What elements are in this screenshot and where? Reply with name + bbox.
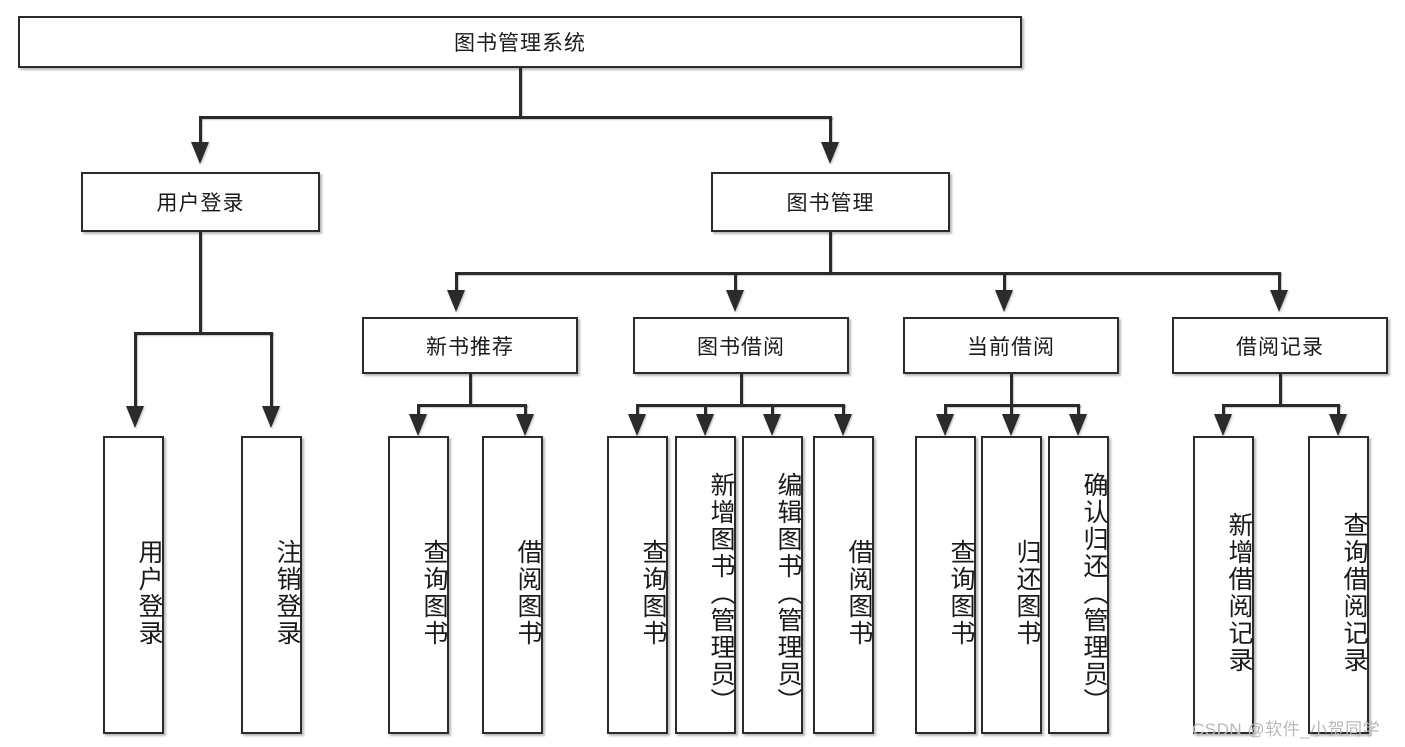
arrow-bb-to-add-book [696,414,714,436]
connector-current-borrow-stem [1010,374,1013,406]
connector-new-book-right [524,404,527,416]
arrow-br-to-query-record [1329,414,1347,436]
leaf-br-add-record[interactable]: 新增借阅记录 [1193,436,1254,734]
connector-user-login-right [270,332,273,408]
connector-bb-2 [704,404,707,416]
connector-book-borrow-bar [636,404,845,407]
connector-cb-1 [944,404,947,416]
node-label: 图书管理系统 [454,32,586,55]
connector-root-bar [199,116,832,119]
node-label: 图书管理 [786,192,875,215]
connector-borrow-record-stem [1279,374,1282,406]
arrow-bb-to-query-book [628,414,646,436]
connector-bb-4 [842,404,845,416]
arrow-bm-to-borrow-record [1270,290,1288,312]
arrow-cb-to-query-book [936,414,954,436]
node-label: 用户登录 [156,192,245,215]
arrow-cb-to-return-book [1002,414,1020,436]
watermark: CSDN @软件_小贺同学 [1192,720,1381,739]
arrow-bm-to-current-borrow [995,290,1013,312]
node-label: 图书借阅 [697,335,785,359]
connector-root-stem [519,68,522,118]
connector-root-to-user-login [199,116,202,144]
connector-bb-1 [636,404,639,416]
node-label: 编辑图书（管理员） [774,471,802,715]
leaf-cb-return-book[interactable]: 归还图书 [981,436,1042,734]
connector-book-management-stem [829,232,832,274]
node-label: 新增图书（管理员） [707,471,735,715]
node-label: 新书推荐 [426,335,514,359]
connector-root-to-book-management [829,116,832,144]
connector-br-2 [1337,404,1340,416]
connector-bm-to-book-borrow [734,272,737,292]
connector-book-management-bar [455,272,1281,275]
arrow-to-leaf-logout [262,406,280,428]
connector-cb-3 [1077,404,1080,416]
node-book-management[interactable]: 图书管理 [711,172,950,232]
leaf-logout-login[interactable]: 注销登录 [241,436,302,734]
leaf-cb-query-book[interactable]: 查询图书 [915,436,976,734]
arrow-bb-to-edit-book [763,414,781,436]
leaf-user-login[interactable]: 用户登录 [103,436,164,734]
connector-user-login-left [134,332,137,408]
node-label: 借阅图书 [845,539,873,647]
node-label: 用户登录 [135,539,163,647]
node-label: 确认归还（管理员） [1080,471,1108,715]
node-label: 查询图书 [947,539,975,647]
arrow-new-book-to-query [409,414,427,436]
arrow-cb-to-confirm-return [1069,414,1087,436]
connector-user-login-bar [134,332,273,335]
connector-bm-to-borrow-record [1278,272,1281,292]
arrow-bm-to-new-book [447,290,465,312]
connector-borrow-record-bar [1222,404,1340,407]
node-book-borrow[interactable]: 图书借阅 [633,317,849,374]
node-label: 查询借阅记录 [1340,512,1368,674]
connector-cb-2 [1010,404,1013,416]
node-label: 注销登录 [273,539,301,647]
node-root-book-management-system[interactable]: 图书管理系统 [18,16,1022,68]
arrow-to-leaf-user-login [126,406,144,428]
leaf-nbr-borrow-book[interactable]: 借阅图书 [482,436,543,734]
connector-user-login-stem [199,232,202,334]
leaf-bb-borrow-book[interactable]: 借阅图书 [813,436,874,734]
leaf-bb-edit-book-admin[interactable]: 编辑图书（管理员） [742,436,803,734]
node-label: 借阅图书 [514,539,542,647]
node-label: 借阅记录 [1236,335,1324,359]
arrow-root-to-user-login [191,142,209,164]
node-borrow-record[interactable]: 借阅记录 [1172,317,1388,374]
node-label: 查询图书 [420,539,448,647]
connector-br-1 [1222,404,1225,416]
arrow-root-to-book-management [821,142,839,164]
leaf-bb-query-book[interactable]: 查询图书 [607,436,668,734]
node-user-login[interactable]: 用户登录 [81,172,320,232]
node-label: 新增借阅记录 [1225,512,1253,674]
node-current-borrow[interactable]: 当前借阅 [903,317,1119,374]
leaf-nbr-query-book[interactable]: 查询图书 [388,436,449,734]
connector-bm-to-current-borrow [1003,272,1006,292]
node-new-book-recommend[interactable]: 新书推荐 [362,317,578,374]
connector-bm-to-new-book [455,272,458,292]
arrow-bm-to-book-borrow [726,290,744,312]
arrow-br-to-add-record [1214,414,1232,436]
leaf-bb-add-book-admin[interactable]: 新增图书（管理员） [675,436,736,734]
arrow-new-book-to-borrow [516,414,534,436]
leaf-cb-confirm-return-admin[interactable]: 确认归还（管理员） [1048,436,1109,734]
connector-new-book-bar [417,404,527,407]
node-label: 当前借阅 [967,335,1055,359]
node-label: 查询图书 [639,539,667,647]
connector-new-book-left [417,404,420,416]
connector-book-borrow-stem [740,374,743,406]
leaf-br-query-record[interactable]: 查询借阅记录 [1308,436,1369,734]
connector-bb-3 [771,404,774,416]
arrow-bb-to-borrow-book [834,414,852,436]
connector-new-book-stem [469,374,472,406]
node-label: 归还图书 [1013,539,1041,647]
